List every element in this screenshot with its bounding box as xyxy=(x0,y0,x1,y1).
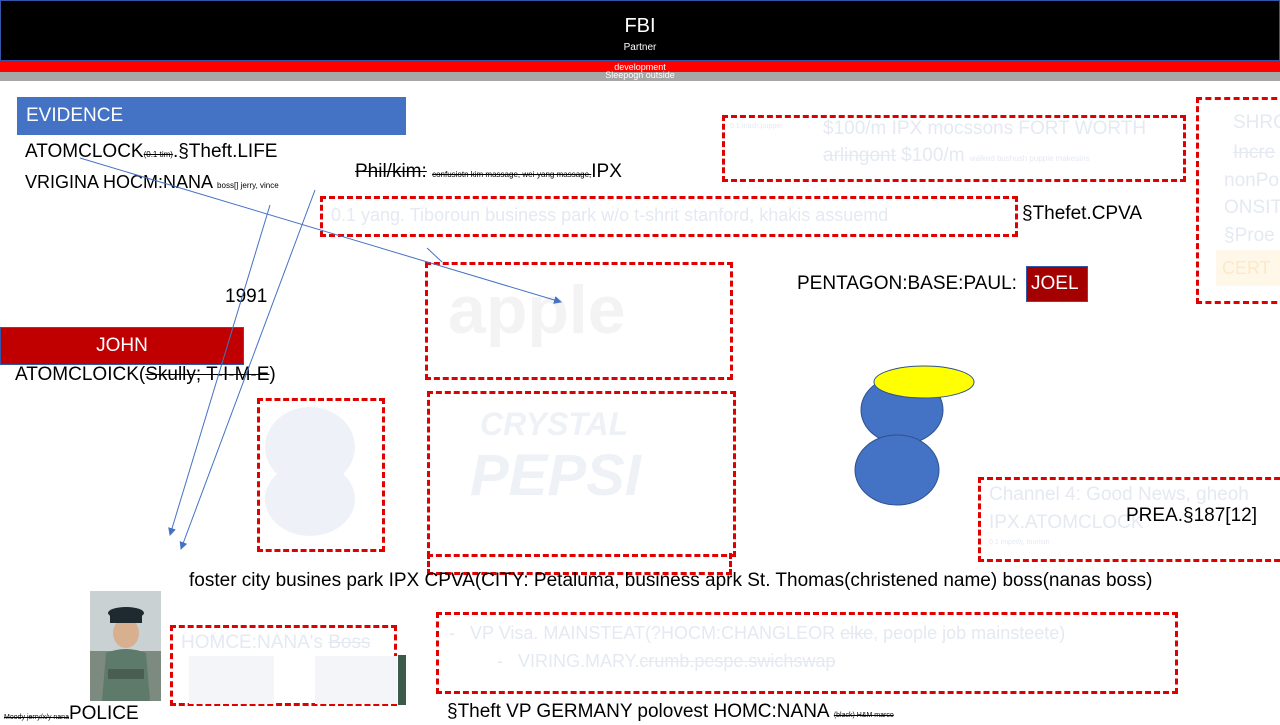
evidence-label[interactable]: EVIDENCE xyxy=(17,97,406,135)
yang-box[interactable]: 0.1 yang. Tiboroun business park w/o t-s… xyxy=(320,196,1018,237)
far-right-line-3: ONSIT xyxy=(1224,197,1280,218)
yellow-ellipse xyxy=(873,365,975,399)
sleep-bar: Sleepogn outside xyxy=(0,70,1280,81)
vp-line1-pre: VP Visa. MAINSTEAT(?HOCM:CHANGLEOR xyxy=(470,623,841,643)
vp-line2: - VIRING.MARY.crumb.pespe.swichswap xyxy=(497,651,836,671)
arrow-small xyxy=(426,247,443,263)
top-right-line1: $100/m IPX mocssons FORT WORTH xyxy=(823,118,1147,139)
homce-photo-1 xyxy=(189,656,274,704)
homce-photo-edge xyxy=(398,655,406,705)
atomcloick-text: ATOMCLOICK(Skully; T-I-M-E) xyxy=(15,364,276,386)
pepsi-text: PEPSI xyxy=(470,443,641,508)
virgina-main: VRIGINA HOCM:NANA xyxy=(25,172,213,192)
bottom-line-small: (black) H&M marco xyxy=(833,712,894,719)
police-photo[interactable] xyxy=(90,591,161,701)
atomclock-post: .§Theft.LIFE xyxy=(172,141,278,162)
vp-line1-post: , people job mainsteete) xyxy=(873,623,1066,643)
blue-circle-bottom xyxy=(854,434,940,506)
far-right-line-4: §Proe xyxy=(1224,225,1275,246)
pepsi-crystal-text: CRYSTAL xyxy=(480,406,629,442)
far-right-cert: CERT xyxy=(1216,250,1280,286)
police-text: POLICE xyxy=(68,703,139,724)
yang-text: 0.1 yang. Tiboroun business park w/o t-s… xyxy=(331,205,889,225)
top-right-strike: arlingont xyxy=(823,145,896,166)
thefet-cpva: §Thefet.CPVA xyxy=(1022,203,1143,224)
eight-shape-icon xyxy=(265,407,355,536)
police-officer-icon xyxy=(90,591,161,701)
apple-image-box[interactable]: apple xyxy=(425,262,733,380)
homce-strike: Boss xyxy=(328,632,371,653)
virgina-small: boss[] jerry, vince xyxy=(217,181,279,190)
atomclock-text: ATOMCLOCK(0.1 tim).§Theft.LIFE xyxy=(25,141,277,163)
vp-line2-pre: VIRING.MARY. xyxy=(518,651,640,671)
phil-main: Phil/kim: xyxy=(355,161,427,182)
title-banner: FBI Partner xyxy=(0,0,1280,61)
far-right-line-0: SHRO xyxy=(1233,112,1280,133)
police-caption: Moody jerry/x/y nanaPOLICE xyxy=(4,703,139,725)
homce-text: HOMCE:NANA's xyxy=(181,632,329,653)
bottom-line-text: §Theft VP GERMANY polovest HOMC:NANA xyxy=(447,701,829,722)
channel-small: 0.1 impedy, tourism xyxy=(989,539,1050,546)
channel-box[interactable]: Channel 4: Good News, gheoh IPX.ATOMCLOC… xyxy=(978,477,1280,562)
vp-line2-strike: crumb.pespe.swichswap xyxy=(639,651,836,671)
pentagon-text: PENTAGON:BASE:PAUL: xyxy=(797,273,1017,294)
prea-text: PREA.§187[12] xyxy=(1126,505,1257,526)
eight-image-box[interactable] xyxy=(257,398,385,552)
foster-line: foster city busines park IPX CPVA(CITY: … xyxy=(189,570,1153,591)
top-right-line2: $100/m xyxy=(895,145,965,166)
development-bar: development xyxy=(0,61,1280,72)
development-label: development xyxy=(614,62,666,72)
blue-circle-top xyxy=(860,375,944,445)
apple-logo-text: apple xyxy=(448,272,626,348)
channel-line2: IPX.ATOMCLOCK xyxy=(989,512,1144,533)
channel-line1: Channel 4: Good News, gheoh xyxy=(989,484,1249,505)
top-right-box[interactable]: 0.1 mash pupper $100/m IPX mocssons FORT… xyxy=(722,115,1186,182)
far-right-line-1: Incre xyxy=(1233,142,1276,163)
vp-box[interactable]: - VP Visa. MAINSTEAT(?HOCM:CHANGLEOR elk… xyxy=(436,612,1178,694)
homce-box[interactable]: HOMCE:NANA's Boss xyxy=(170,625,397,706)
homce-photo-2 xyxy=(315,656,397,704)
far-right-line-2: nonPo xyxy=(1224,170,1279,191)
sleep-label: Sleepogn outside xyxy=(605,70,675,80)
far-right-box[interactable]: SHRO Incre nonPo ONSIT §Proe CERT xyxy=(1196,97,1280,304)
atomclock-pre: ATOMCLOCK xyxy=(25,141,144,162)
john-label[interactable]: JOHN xyxy=(0,327,244,365)
year-text: 1991 xyxy=(225,286,268,307)
phil-small: confusiotn kim massage, wei-yang massage… xyxy=(432,170,592,179)
police-small: Moody jerry/x/y nana xyxy=(4,714,69,721)
atomclock-small: (0.1 tim) xyxy=(143,150,173,159)
phil-end: IPX xyxy=(591,161,622,182)
phil-text: Phil/kim: confusiotn kim massage, wei-ya… xyxy=(355,161,622,183)
top-right-small: walked bushush pupple makesins xyxy=(969,154,1090,163)
virgina-text: VRIGINA HOCM:NANA boss[] jerry, vince xyxy=(25,172,279,193)
vp-line1: - VP Visa. MAINSTEAT(?HOCM:CHANGLEOR elk… xyxy=(449,623,1066,643)
atomcloick-pre: ATOMCLOICK( xyxy=(15,364,146,385)
atomcloick-strike: Skully; T-I-M-E xyxy=(145,364,270,385)
bottom-line: §Theft VP GERMANY polovest HOMC:NANA (bl… xyxy=(447,701,894,723)
banner-subtitle: Partner xyxy=(623,42,657,53)
atomcloick-post: ) xyxy=(269,364,276,385)
banner-title: FBI xyxy=(624,15,656,37)
top-right-tiny: 0.1 mash pupper xyxy=(730,123,783,130)
pepsi-image-box[interactable]: CRYSTAL PEPSI xyxy=(427,391,736,557)
vp-line1-strike: elke xyxy=(840,623,874,643)
joel-badge[interactable]: JOEL xyxy=(1026,266,1088,302)
pepsi-lower-box xyxy=(427,553,732,575)
